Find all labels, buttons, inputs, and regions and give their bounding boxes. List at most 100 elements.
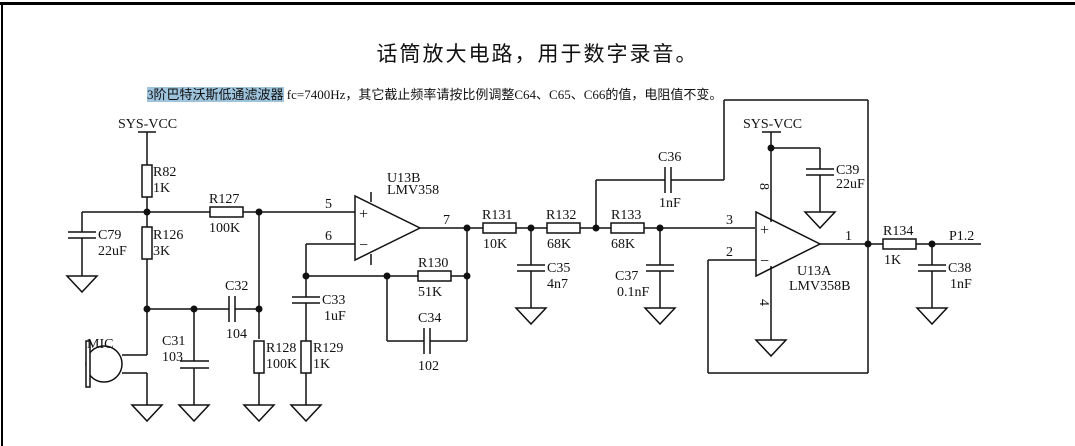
junction-dot [190,305,198,313]
pin-u13a-plus: 3 [726,213,733,228]
vcc-left-symbol [138,131,156,165]
frame-border-top [0,2,1075,5]
net-label-vcc-right: SYS-VCC [743,117,802,132]
junction-dot [143,208,151,216]
resistor-r129 [300,340,312,374]
junction-dot [383,272,391,280]
pin-u13b-minus: 6 [325,229,332,244]
c36-value: 1nF [659,196,681,211]
pin-u13a-minus: 2 [726,245,733,260]
c33-value: 1uF [324,309,346,324]
resistor-r133 [610,222,645,234]
microphone-mic-icon [85,340,123,388]
frame-border-left [1,2,3,446]
r128-value: 100K [266,357,297,372]
resistor-r126 [141,226,153,260]
capacitor-c38 [918,264,946,272]
junction-dot [302,272,310,280]
opamp-u13b [354,194,422,262]
c79-ref: C79 [98,228,121,243]
pin-u13a-gnd: 4 [756,299,771,306]
c79-value: 22uF [98,244,127,259]
capacitor-c37 [646,264,674,272]
r129-value: 1K [313,357,330,372]
u13b-value: LMV358 [387,183,439,198]
pin-u13a-vcc: 8 [756,183,771,190]
r127-ref: R127 [209,192,239,207]
r129-ref: R129 [313,341,343,356]
r82-ref: R82 [153,165,176,180]
filter-note: 3阶巴特沃斯低通滤波器 fc=7400Hz，其它截止频率请按比例调整C64、C6… [147,84,722,103]
c35-value: 4n7 [547,277,568,292]
capacitor-c34 [423,328,431,354]
opamp-u13a [755,210,822,278]
r127-value: 100K [209,221,240,236]
junction-dot [463,272,471,280]
resistor-r130 [417,270,452,282]
ground-c39-icon [803,211,837,230]
c39-ref: C39 [836,163,859,178]
c31-ref: C31 [162,334,185,349]
mic-ref: MIC [87,337,113,352]
junction-dot [656,224,664,232]
filter-note-text: fc=7400Hz，其它截止频率请按比例调整C64、C65、C66的值，电阻值不… [283,87,723,102]
c39-value: 22uF [836,177,865,192]
ground-c38-icon [915,307,949,326]
pin-u13b-plus: 5 [325,197,332,212]
r132-value: 68K [547,237,571,252]
c35-ref: C35 [547,261,570,276]
u13a-minus-sign: − [760,253,769,270]
pin-u13b-out: 7 [443,213,450,228]
u13b-ref: U13B [387,171,420,186]
r126-ref: R126 [153,228,183,243]
r134-ref: R134 [883,224,913,239]
ground-mic-icon [130,404,164,423]
ground-u13a-icon [754,339,788,358]
c32-ref: C32 [225,279,248,294]
filter-note-highlight[interactable]: 3阶巴特沃斯低通滤波器 [147,87,284,102]
ground-r129-icon [289,404,323,423]
r134-value: 1K [884,253,901,268]
capacitor-c32 [228,296,236,322]
capacitor-c35 [517,264,545,272]
ground-c37-icon [643,307,677,326]
r126-value: 3K [153,244,170,259]
junction-dot [864,240,872,248]
r133-ref: R133 [611,208,641,223]
u13b-minus-sign: − [359,237,368,254]
c37-ref: C37 [615,269,638,284]
r133-value: 68K [611,237,635,252]
ground-c35-icon [514,307,548,326]
capacitor-c79 [68,231,96,239]
r82-value: 1K [153,181,170,196]
u13a-plus-sign: + [760,222,769,239]
u13a-value: LMV358B [789,279,850,294]
net-label-vcc-left: SYS-VCC [118,117,177,132]
junction-dot [592,224,600,232]
r130-value: 51K [418,285,442,300]
capacitor-c31 [180,360,209,369]
r132-ref: R132 [546,208,576,223]
junction-dot [143,305,151,313]
r130-ref: R130 [418,256,448,271]
junction-dot [767,144,775,152]
c38-value: 1nF [950,277,972,292]
resistor-r127 [209,206,244,218]
junction-dot [928,240,936,248]
resistor-r82 [141,164,153,198]
junction-dot [255,305,263,313]
resistor-r132 [546,222,581,234]
u13b-plus-sign: + [359,206,368,223]
c34-value: 102 [418,359,439,374]
junction-dot [255,208,263,216]
schematic-title: 话筒放大电路，用于数字录音。 [376,42,699,66]
r131-value: 10K [483,237,507,252]
junctions [143,144,936,313]
c38-ref: C38 [948,261,971,276]
resistor-r134 [882,238,917,250]
r131-ref: R131 [482,208,512,223]
capacitor-c39 [806,168,834,176]
c34-ref: C34 [418,311,441,326]
